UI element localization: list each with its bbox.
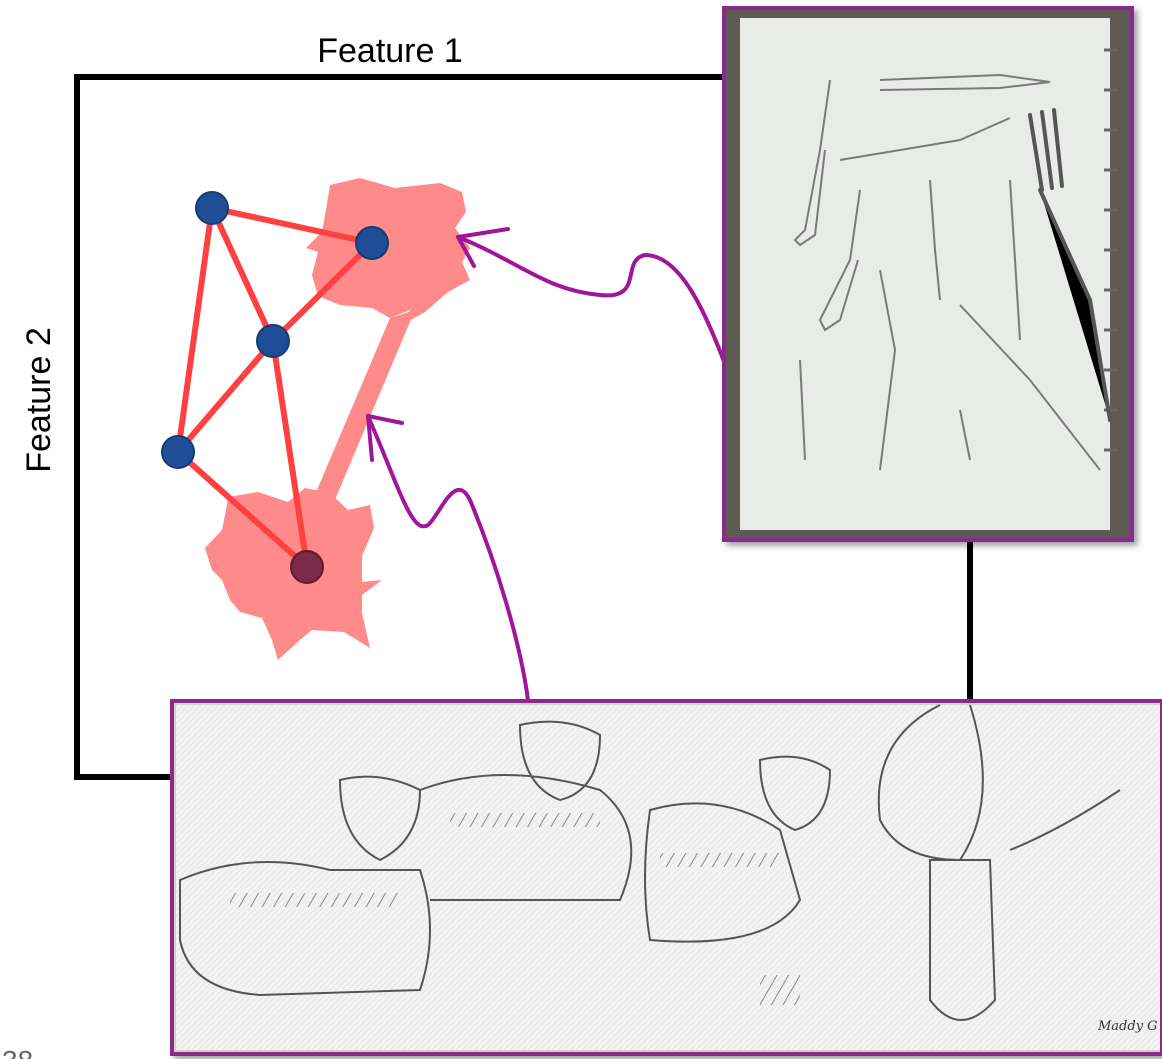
- tiger-drawing-photo: Maddy G: [172, 701, 1162, 1054]
- graph-node-highlighted: [291, 551, 323, 583]
- page-number: 38: [2, 1045, 33, 1059]
- fork-cluster-blob: [306, 178, 470, 326]
- fork-sketches-photo: [724, 8, 1132, 540]
- fork-arrow: [458, 237, 728, 372]
- signature: Maddy G: [1097, 1019, 1158, 1034]
- graph-node: [356, 227, 388, 259]
- graph-node: [196, 192, 228, 224]
- graph-edge: [212, 208, 273, 341]
- y-axis-label: Feature 2: [20, 327, 58, 473]
- tiger-arrow: [368, 416, 528, 700]
- graph-node: [257, 325, 289, 357]
- graph-node: [162, 436, 194, 468]
- x-axis-label: Feature 1: [317, 32, 463, 70]
